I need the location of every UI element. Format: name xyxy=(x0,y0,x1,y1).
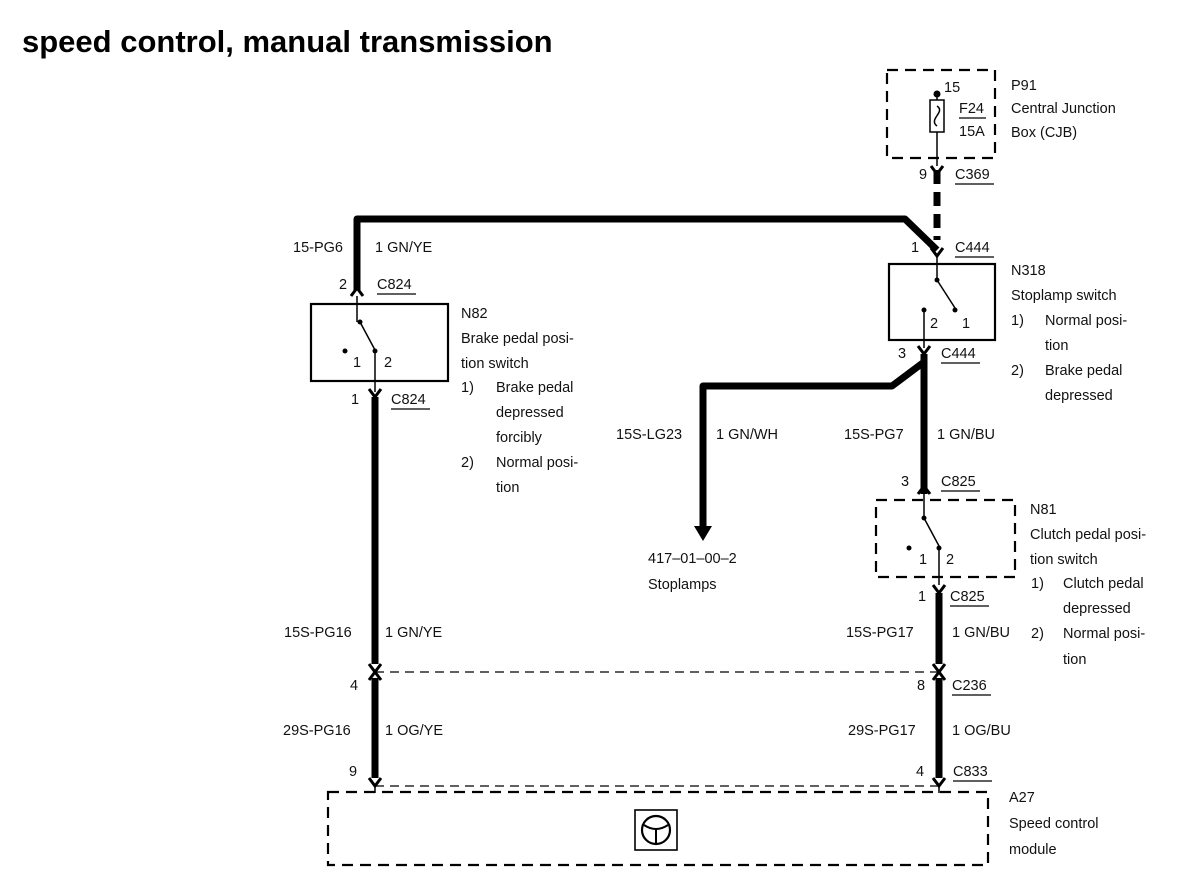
connector-c369: 9 C369 xyxy=(919,165,994,240)
c444-top-label: C444 xyxy=(955,240,990,256)
stoplamps-ref-name: Stoplamps xyxy=(648,577,717,593)
wire-pg6-spec: 1 GN/YE xyxy=(375,240,433,256)
wire-pg16-29-spec: 1 OG/YE xyxy=(385,723,443,739)
wire-pg17-spec: 1 GN/BU xyxy=(952,625,1010,641)
n81-pin-2: 2 xyxy=(946,552,954,568)
n82-pin-1: 1 xyxy=(353,355,361,371)
c824-bot-label: C824 xyxy=(391,392,426,408)
c833-label: C833 xyxy=(953,764,988,780)
n318-pos2-line2: depressed xyxy=(1045,388,1113,404)
n82-name-line2: tion switch xyxy=(461,356,529,372)
c824-top-label: C824 xyxy=(377,277,412,293)
p91-id: P91 xyxy=(1011,78,1037,94)
n81-pos2-num: 2) xyxy=(1031,626,1044,642)
wire-lg23-spec: 1 GN/WH xyxy=(716,427,778,443)
p91-name-line1: Central Junction xyxy=(1011,101,1116,117)
fuse-rating: 15A xyxy=(959,124,985,140)
n318-id: N318 xyxy=(1011,263,1046,279)
c825-top-label: C825 xyxy=(941,474,976,490)
a27-id: A27 xyxy=(1009,790,1035,806)
wire-pg7-circuit: 15S-PG7 xyxy=(844,427,904,443)
n81-pos1-num: 1) xyxy=(1031,576,1044,592)
c236-right-pin: 8 xyxy=(917,678,925,694)
n81-id: N81 xyxy=(1030,502,1057,518)
wire-15-pg6 xyxy=(353,215,940,290)
wire-pg17-29-spec: 1 OG/BU xyxy=(952,723,1011,739)
n82-pos2-line2: tion xyxy=(496,480,519,496)
n82-pin-2: 2 xyxy=(384,355,392,371)
n82-pos1-num: 1) xyxy=(461,380,474,396)
n82-id: N82 xyxy=(461,306,488,322)
n81-name-line2: tion switch xyxy=(1030,552,1098,568)
c369-pin: 9 xyxy=(919,167,927,183)
wire-pg16-spec: 1 GN/YE xyxy=(385,625,443,641)
wire-pg6-circuit: 15-PG6 xyxy=(293,240,343,256)
n81-clutch-pedal-switch: 3 C825 1 2 1 C825 N81 Clutch pedal posi-… xyxy=(874,474,1146,668)
steering-wheel-icon xyxy=(634,809,678,851)
c444-bot-label: C444 xyxy=(941,346,976,362)
n318-pos1-line1: Normal posi- xyxy=(1045,313,1127,329)
wire-pg16-circuit: 15S-PG16 xyxy=(284,625,352,641)
c833-left-pin: 9 xyxy=(349,764,357,780)
c825-bot-pin: 1 xyxy=(918,589,926,605)
c824-top-pin: 2 xyxy=(339,277,347,293)
n81-pin-1: 1 xyxy=(919,552,927,568)
n318-pos2-num: 2) xyxy=(1011,363,1024,379)
n81-name-line1: Clutch pedal posi- xyxy=(1030,527,1146,543)
c444-top-pin: 1 xyxy=(911,240,919,256)
c444-bot-pin: 3 xyxy=(898,346,906,362)
n82-pos1-line1: Brake pedal xyxy=(496,380,573,396)
n82-pos2-num: 2) xyxy=(461,455,474,471)
n318-stoplamp-switch: 1 C444 2 1 3 C444 N318 Stoplamp switch 1… xyxy=(887,240,1127,404)
n318-pos1-num: 1) xyxy=(1011,313,1024,329)
wire-lg23-circuit: 15S-LG23 xyxy=(616,427,682,443)
wire-pg17-29-circuit: 29S-PG17 xyxy=(848,723,916,739)
fuse-f24-label: F24 xyxy=(959,101,984,117)
c824-bot-pin: 1 xyxy=(351,392,359,408)
n81-pos1-line2: depressed xyxy=(1063,601,1131,617)
p91-central-junction-box: 15 F24 15A P91 Central Junction Box (CJB… xyxy=(885,68,1116,166)
c236-label: C236 xyxy=(952,678,987,694)
n82-pos2-line1: Normal posi- xyxy=(496,455,578,471)
wire-pg7-spec: 1 GN/BU xyxy=(937,427,995,443)
c833-right-pin: 4 xyxy=(916,764,924,780)
c825-bot-label: C825 xyxy=(950,589,985,605)
wire-pg17-circuit: 15S-PG17 xyxy=(846,625,914,641)
n82-pos1-line3: forcibly xyxy=(496,430,543,446)
a27-name-line2: module xyxy=(1009,842,1057,858)
n318-pos2-line1: Brake pedal xyxy=(1045,363,1122,379)
c369-label: C369 xyxy=(955,167,990,183)
harness-c236-c833: 4 8 C236 29S-PG16 1 OG/YE 29S-PG17 1 OG/… xyxy=(283,669,1011,793)
n82-brake-pedal-switch: 2 C824 1 2 1 C824 N82 Brake pedal posi- … xyxy=(309,277,578,496)
wire-pg16-29-circuit: 29S-PG16 xyxy=(283,723,351,739)
n318-pin-1: 1 xyxy=(962,316,970,332)
arrow-down-icon xyxy=(694,526,712,541)
n318-pin-2: 2 xyxy=(930,316,938,332)
page-title: speed control, manual transmission xyxy=(22,24,553,59)
a27-speed-control-module: A27 Speed control module xyxy=(326,790,1098,867)
n81-pos1-line1: Clutch pedal xyxy=(1063,576,1144,592)
n82-name-line1: Brake pedal posi- xyxy=(461,331,574,347)
n318-pos1-line2: tion xyxy=(1045,338,1068,354)
n81-pos2-line2: tion xyxy=(1063,652,1086,668)
c825-top-pin: 3 xyxy=(901,474,909,490)
n82-pos1-line2: depressed xyxy=(496,405,564,421)
a27-name-line1: Speed control xyxy=(1009,816,1098,832)
p91-name-line2: Box (CJB) xyxy=(1011,125,1077,141)
p91-pin-15: 15 xyxy=(944,80,960,96)
stoplamps-ref-code: 417–01–00–2 xyxy=(648,551,737,567)
c236-left-pin: 4 xyxy=(350,678,358,694)
n81-pos2-line1: Normal posi- xyxy=(1063,626,1145,642)
n318-name: Stoplamp switch xyxy=(1011,288,1117,304)
